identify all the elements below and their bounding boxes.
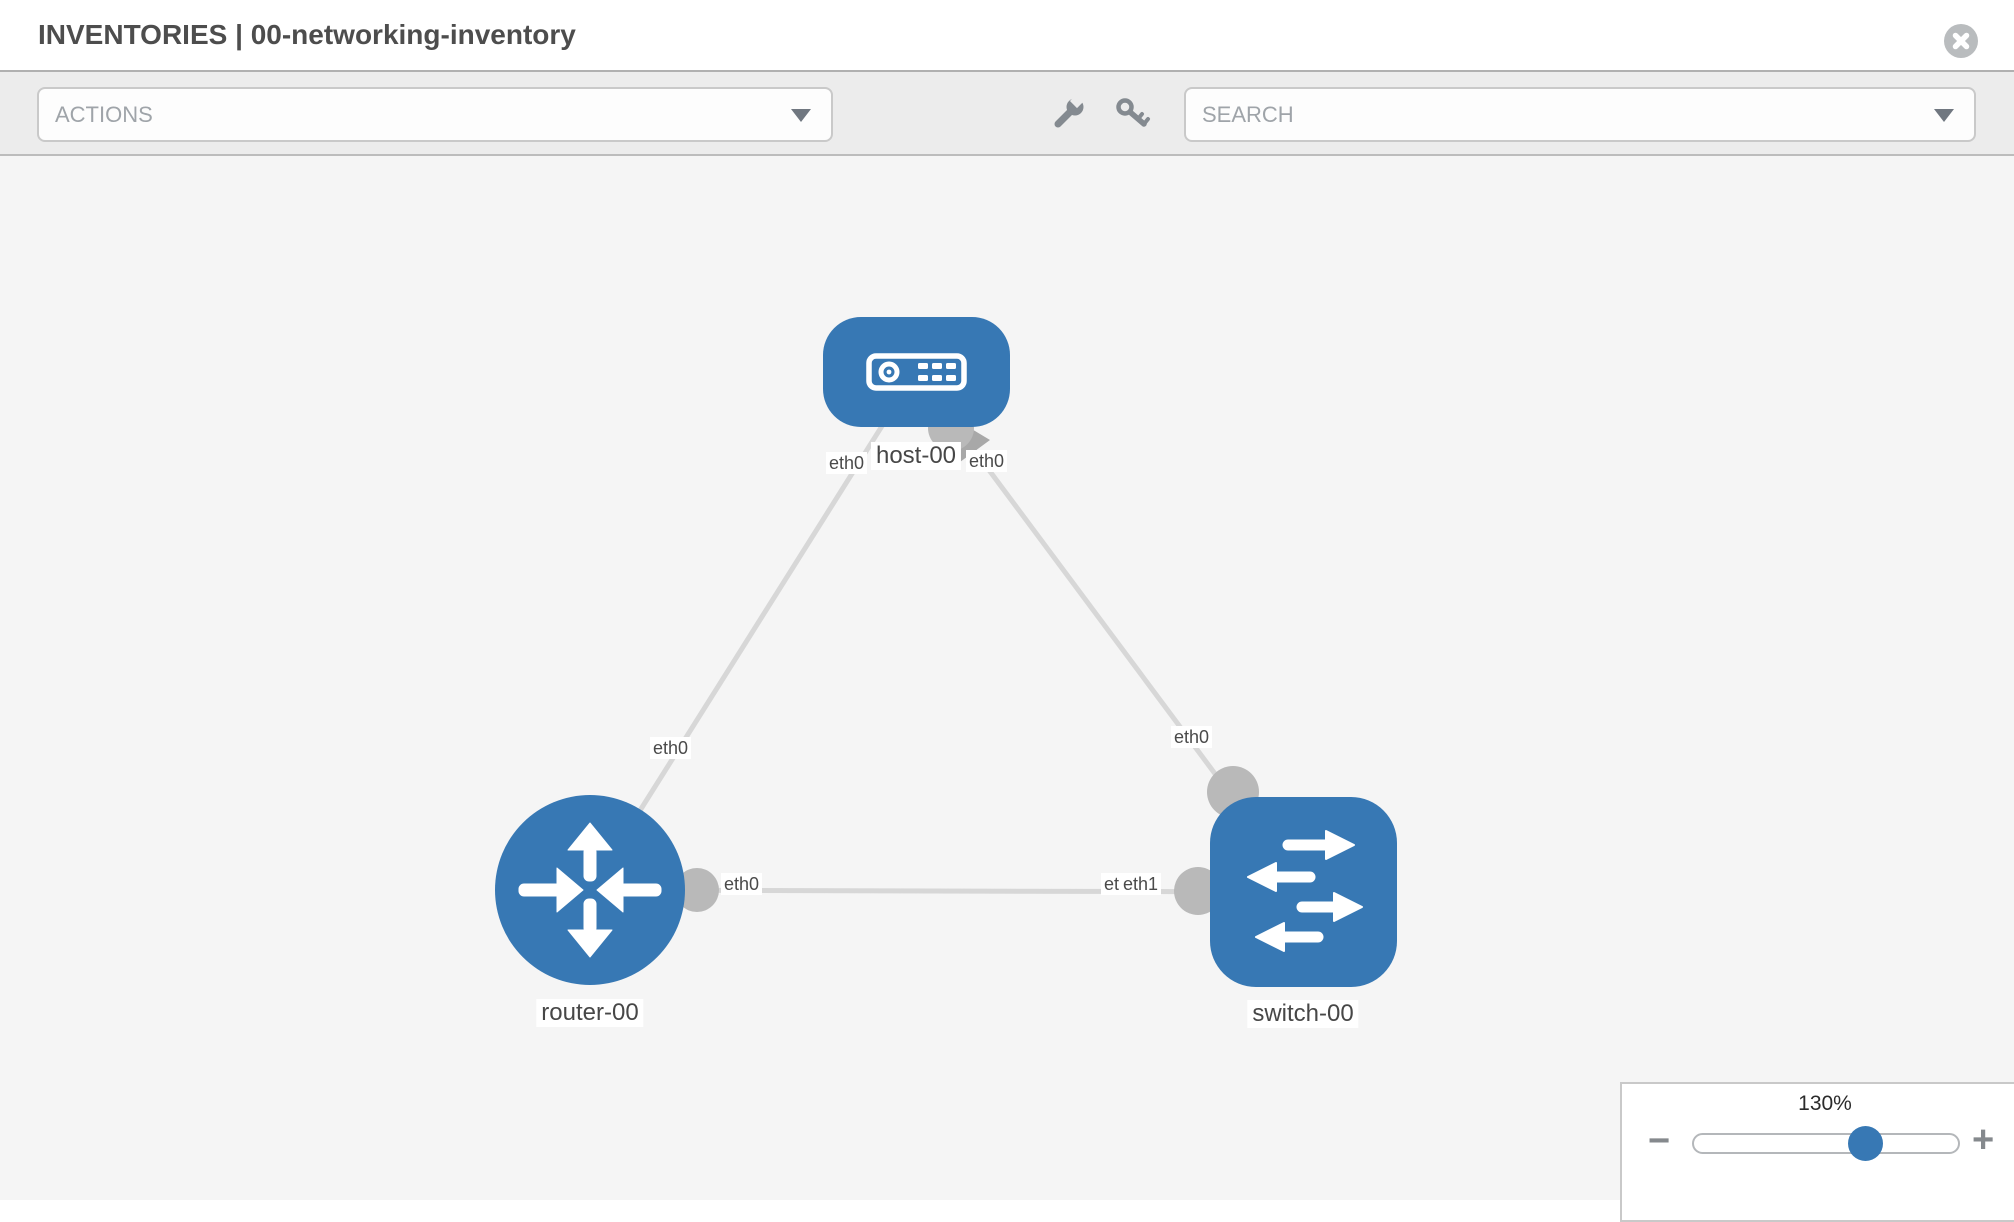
search-placeholder: SEARCH	[1202, 102, 1294, 127]
zoom-slider-thumb[interactable]	[1848, 1126, 1883, 1161]
interface-label: eth0	[1171, 726, 1213, 748]
search-dropdown[interactable]: SEARCH	[1184, 87, 1976, 142]
close-button[interactable]	[1944, 24, 1978, 58]
zoom-slider-track[interactable]	[1692, 1133, 1960, 1154]
router-icon	[495, 795, 685, 985]
header: INVENTORIES | 00-networking-inventory	[0, 0, 2014, 70]
node-label: switch-00	[1247, 1000, 1359, 1028]
node-label: host-00	[870, 442, 962, 470]
key-icon[interactable]	[1114, 96, 1152, 132]
actions-dropdown-label: ACTIONS	[55, 102, 153, 127]
interface-label: eth0	[966, 450, 1008, 472]
chevron-down-icon	[1934, 109, 1954, 122]
chevron-down-icon	[791, 109, 811, 122]
node-switch-00[interactable]	[1209, 797, 1397, 987]
zoom-out-button[interactable]: −	[1648, 1120, 1671, 1162]
interface-label: eth0	[826, 452, 868, 474]
host-icon	[822, 317, 1010, 427]
node-host-00[interactable]	[822, 317, 1010, 427]
node-router-00[interactable]	[495, 795, 685, 985]
wrench-icon[interactable]	[1050, 96, 1086, 132]
interface-label: eth0	[721, 873, 763, 895]
node-label: router-00	[536, 999, 644, 1027]
zoom-level-label: 130%	[1798, 1092, 1852, 1115]
actions-dropdown[interactable]: ACTIONS	[37, 87, 833, 142]
page-title: INVENTORIES | 00-networking-inventory	[38, 19, 576, 50]
switch-icon	[1209, 797, 1397, 987]
interface-label: eth1	[1120, 873, 1162, 895]
toolbar: ACTIONS SEARCH	[0, 70, 2014, 156]
close-icon	[1952, 32, 1970, 50]
zoom-in-button[interactable]: +	[1972, 1119, 1995, 1161]
interface-label: eth0	[650, 737, 692, 759]
zoom-control-panel: 130% − +	[1620, 1082, 2014, 1222]
